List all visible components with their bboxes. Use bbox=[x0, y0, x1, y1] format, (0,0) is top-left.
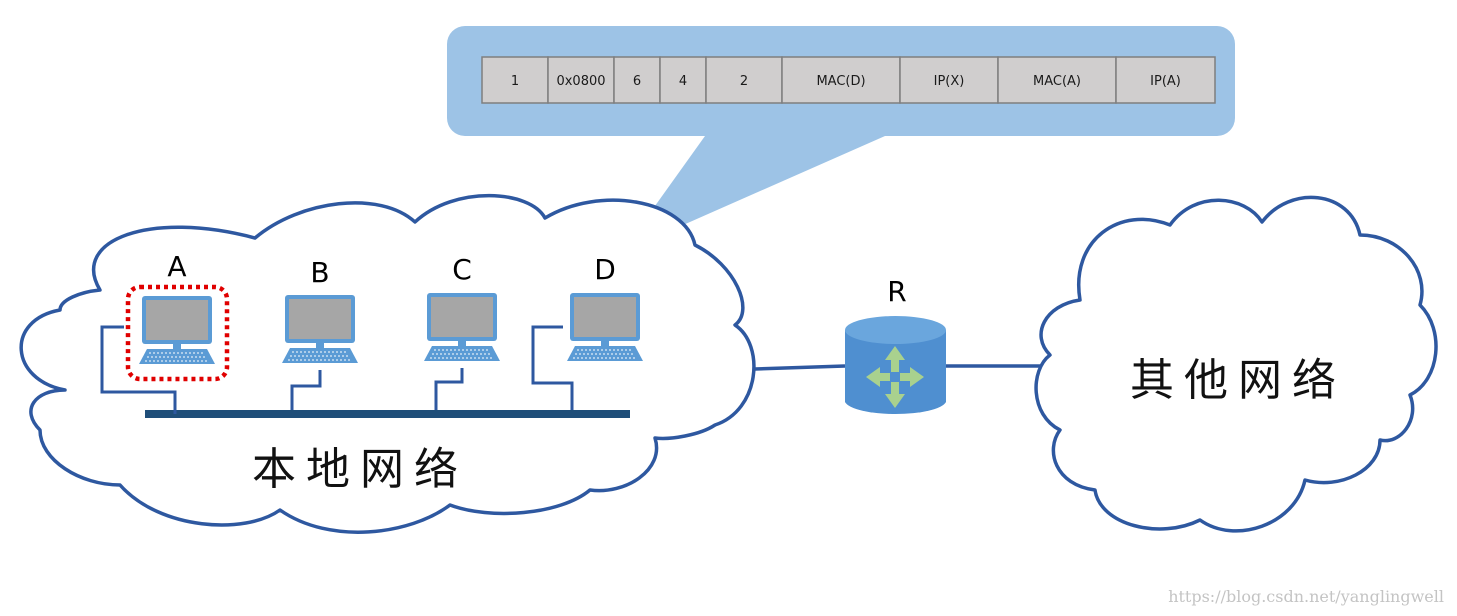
packet-field-text: 4 bbox=[679, 74, 687, 89]
router-body bbox=[845, 330, 946, 415]
packet-field-cell: 4 bbox=[659, 56, 707, 104]
router-top bbox=[845, 316, 946, 344]
host-c-label: C bbox=[452, 253, 472, 286]
host-c[interactable]: C bbox=[424, 253, 500, 361]
computer-icon bbox=[424, 293, 500, 361]
keyboard-keys bbox=[145, 352, 209, 362]
cable-b bbox=[290, 370, 322, 410]
host-d[interactable]: D bbox=[567, 253, 643, 361]
packet-field-box bbox=[1115, 56, 1216, 104]
packet-field-text: 6 bbox=[633, 74, 641, 89]
monitor-stand bbox=[316, 343, 324, 348]
hosts: A B C D bbox=[139, 250, 643, 364]
packet-field-text: IP(X) bbox=[934, 74, 965, 89]
monitor-stand bbox=[601, 341, 609, 346]
computer-icon bbox=[139, 296, 215, 364]
host-a-selection bbox=[125, 284, 230, 382]
cable-a bbox=[100, 325, 177, 414]
computer-icon bbox=[282, 295, 358, 363]
monitor-screen bbox=[146, 300, 208, 340]
host-d-label: D bbox=[594, 253, 616, 286]
keyboard-keys bbox=[573, 349, 637, 359]
router-arrows-icon bbox=[866, 346, 924, 408]
callout-pointer bbox=[622, 136, 885, 252]
watermark: https://blog.csdn.net/yanglingwell bbox=[1168, 587, 1444, 606]
packet-field-box bbox=[705, 56, 783, 104]
monitor-screen bbox=[431, 297, 493, 337]
packet-field-text: MAC(A) bbox=[1033, 74, 1081, 89]
packet-field-box bbox=[997, 56, 1117, 104]
packet-field-cell: 6 bbox=[613, 56, 661, 104]
host-b-label: B bbox=[310, 256, 329, 289]
packet-field-text: 0x0800 bbox=[556, 74, 605, 89]
router-icon[interactable]: R bbox=[845, 275, 946, 415]
router-label: R bbox=[887, 275, 906, 308]
keyboard-keys bbox=[430, 349, 494, 359]
packet-fields: 1 0x0800 6 4 2 MAC(D) IP(X) MAC(A) IP(A) bbox=[481, 56, 1216, 104]
packet-field-box bbox=[899, 56, 999, 104]
packet-callout: 1 0x0800 6 4 2 MAC(D) IP(X) MAC(A) IP(A) bbox=[447, 26, 1235, 252]
packet-field-cell: 2 bbox=[705, 56, 783, 104]
local-network-cloud bbox=[19, 193, 756, 534]
packet-field-cell: 1 bbox=[481, 56, 549, 104]
host-a[interactable]: A bbox=[139, 250, 215, 364]
packet-field-text: 2 bbox=[740, 74, 748, 89]
packet-field-cell: 0x0800 bbox=[547, 56, 615, 104]
packet-field-text: IP(A) bbox=[1150, 74, 1181, 89]
computer-icon bbox=[567, 293, 643, 361]
monitor-stand bbox=[173, 344, 181, 349]
packet-field-box bbox=[781, 56, 901, 104]
local-to-router-link bbox=[754, 364, 846, 371]
other-cloud-outline bbox=[1034, 195, 1438, 533]
cable-d bbox=[531, 325, 574, 410]
keyboard-keys bbox=[288, 351, 352, 361]
packet-field-cell: IP(A) bbox=[1115, 56, 1216, 104]
packet-field-box bbox=[481, 56, 549, 104]
monitor-screen bbox=[289, 299, 351, 339]
host-cables bbox=[100, 325, 574, 414]
packet-field-cell: MAC(D) bbox=[781, 56, 901, 104]
host-b[interactable]: B bbox=[282, 256, 358, 363]
local-cloud-outline bbox=[19, 193, 756, 534]
monitor-screen bbox=[574, 297, 636, 337]
local-network-label: 本地网络 bbox=[252, 444, 468, 495]
packet-field-text: MAC(D) bbox=[816, 74, 865, 89]
packet-field-cell: MAC(A) bbox=[997, 56, 1117, 104]
packet-field-box bbox=[613, 56, 661, 104]
cable-c bbox=[434, 368, 464, 410]
packet-field-cell: IP(X) bbox=[899, 56, 999, 104]
monitor-stand bbox=[458, 341, 466, 346]
packet-field-text: 1 bbox=[511, 74, 519, 89]
other-network-cloud bbox=[1034, 195, 1438, 533]
host-a-label: A bbox=[167, 250, 186, 283]
other-network-label: 其他网络 bbox=[1130, 355, 1346, 406]
